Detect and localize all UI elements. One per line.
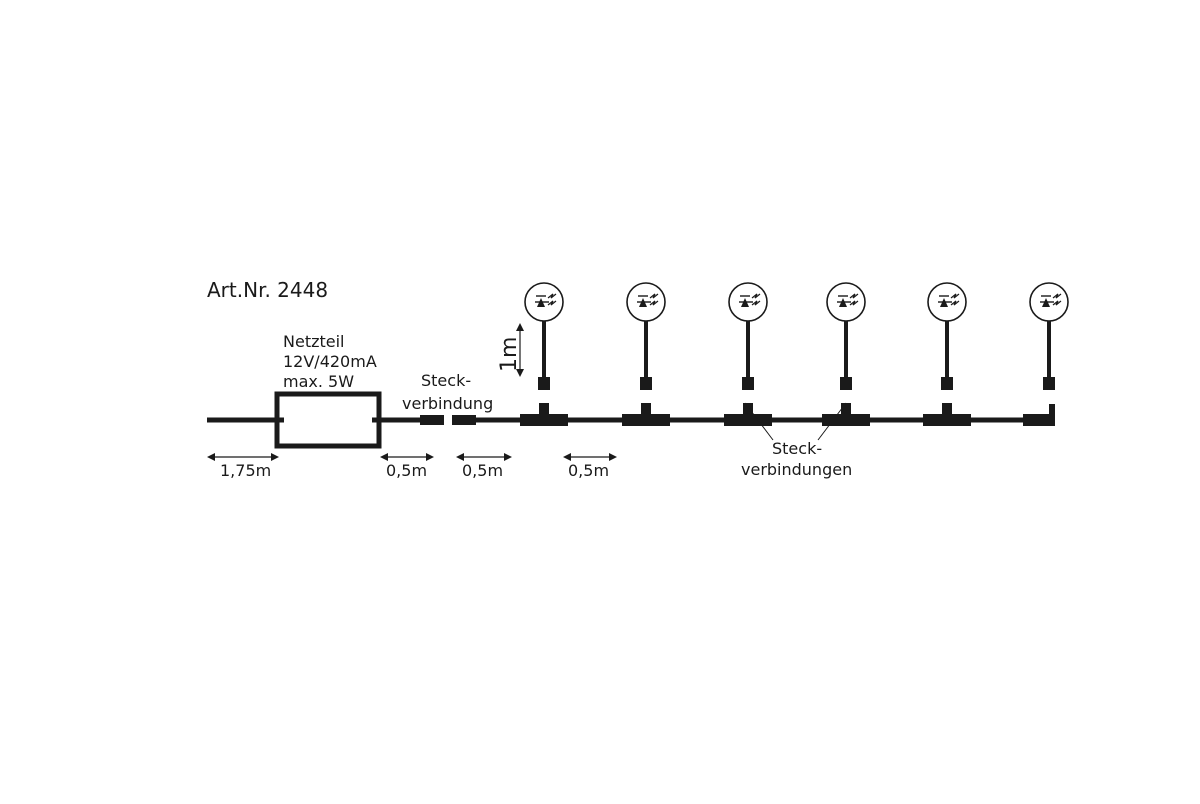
light-ray-icon xyxy=(1052,293,1062,299)
light-unit xyxy=(724,282,772,426)
t-connector xyxy=(520,414,568,426)
dim-after-connector-label: 0,5m xyxy=(462,461,503,480)
led-diode-icon xyxy=(940,298,948,307)
light-ray-icon xyxy=(751,300,761,306)
led-diode-icon xyxy=(639,298,647,307)
dimension-lead-cable: 1,75m xyxy=(207,453,279,480)
psu-label-line3: max. 5W xyxy=(283,372,354,391)
dim-lead-cable-label: 1,75m xyxy=(220,461,271,480)
t-connector xyxy=(822,414,870,426)
psu-label-line1: Netzteil xyxy=(283,332,345,351)
connector-label-line2: verbindung xyxy=(402,394,493,413)
light-ray-icon xyxy=(547,293,557,299)
light-unit xyxy=(1023,282,1069,426)
led-diode-icon xyxy=(1042,298,1050,307)
drop-plug xyxy=(1043,377,1055,390)
dimension-psu-output: 0,5m xyxy=(380,453,434,480)
led-diode-icon xyxy=(741,298,749,307)
end-connector xyxy=(1023,414,1055,426)
drop-plug xyxy=(941,377,953,390)
power-supply-box xyxy=(274,391,382,449)
led-diode-icon xyxy=(537,298,545,307)
dim-drop-length-label: 1m xyxy=(497,337,522,372)
t-connector-stub xyxy=(942,403,952,416)
light-ray-icon xyxy=(547,300,557,306)
end-connector-stub xyxy=(1049,404,1055,426)
drop-plug xyxy=(640,377,652,390)
t-connector xyxy=(622,414,670,426)
connectors-leader-right xyxy=(817,402,847,441)
light-unit xyxy=(822,282,870,426)
light-ray-icon xyxy=(849,300,859,306)
connectors-label-line1: Steck- xyxy=(772,439,822,458)
plug-connector-male xyxy=(420,415,444,425)
drop-plug xyxy=(840,377,852,390)
drop-plug xyxy=(742,377,754,390)
t-connector xyxy=(923,414,971,426)
light-ray-icon xyxy=(649,300,659,306)
t-connector-stub xyxy=(743,403,753,416)
led-diode-icon xyxy=(839,298,847,307)
light-ray-icon xyxy=(950,300,960,306)
dimension-after-connector: 0,5m xyxy=(456,453,512,480)
light-ray-icon xyxy=(849,293,859,299)
light-group xyxy=(520,282,1069,426)
psu-label-line2: 12V/420mA xyxy=(283,352,377,371)
light-ray-icon xyxy=(1052,300,1062,306)
connectors-leader-left xyxy=(744,402,774,441)
light-unit xyxy=(520,282,568,426)
t-connector-stub xyxy=(841,403,851,416)
article-number: Art.Nr. 2448 xyxy=(207,278,328,302)
dim-between-lights-label: 0,5m xyxy=(568,461,609,480)
t-connector-stub xyxy=(539,403,549,416)
light-ray-icon xyxy=(751,293,761,299)
light-unit xyxy=(622,282,670,426)
light-ray-icon xyxy=(649,293,659,299)
connector-label-line1: Steck- xyxy=(421,371,471,390)
connectors-label-line2: verbindungen xyxy=(741,460,852,479)
light-unit xyxy=(923,282,971,426)
dimension-between-lights: 0,5m xyxy=(563,453,617,480)
light-ray-icon xyxy=(950,293,960,299)
plug-connector-female xyxy=(452,415,476,425)
drop-plug xyxy=(538,377,550,390)
dim-psu-output-label: 0,5m xyxy=(386,461,427,480)
t-connector-stub xyxy=(641,403,651,416)
dimension-drop-length: 1m xyxy=(497,323,524,377)
